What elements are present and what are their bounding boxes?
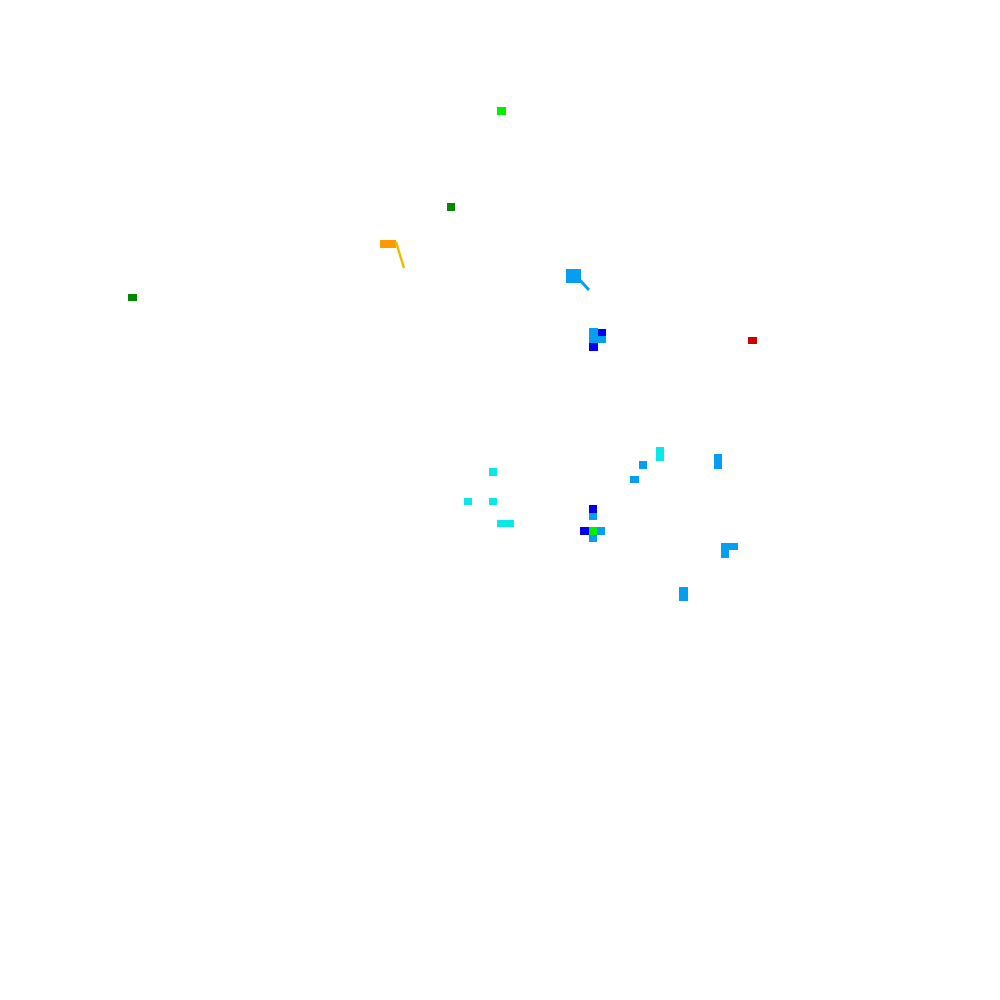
cell-dark-green xyxy=(128,294,137,301)
cell-dark-blue xyxy=(598,329,606,336)
cell-cyan xyxy=(489,468,497,476)
cell-cyan xyxy=(464,498,472,505)
cell-blue xyxy=(566,269,581,283)
cell-green xyxy=(497,107,506,115)
cell-blue xyxy=(630,476,639,483)
cell-dark-blue xyxy=(589,343,598,351)
cell-blue xyxy=(714,454,722,469)
cell-blue xyxy=(597,527,605,535)
trail-blue xyxy=(576,276,591,292)
cell-cyan xyxy=(497,520,514,527)
cell-blue xyxy=(639,461,647,469)
cell-green xyxy=(589,527,597,535)
cell-blue xyxy=(589,328,598,343)
cell-dark-blue xyxy=(580,527,589,535)
cell-red xyxy=(748,337,757,344)
cell-dark-blue xyxy=(589,505,597,513)
trail-yellow xyxy=(394,241,406,269)
cell-cyan xyxy=(656,447,664,461)
cell-blue xyxy=(721,550,729,558)
cell-dark-green xyxy=(447,203,455,211)
cell-cyan xyxy=(489,498,497,505)
cell-blue xyxy=(598,336,606,343)
cell-blue xyxy=(589,535,597,542)
cell-orange xyxy=(380,240,396,248)
cell-blue xyxy=(721,543,738,550)
cell-blue xyxy=(589,513,597,520)
cell-blue xyxy=(679,587,688,601)
